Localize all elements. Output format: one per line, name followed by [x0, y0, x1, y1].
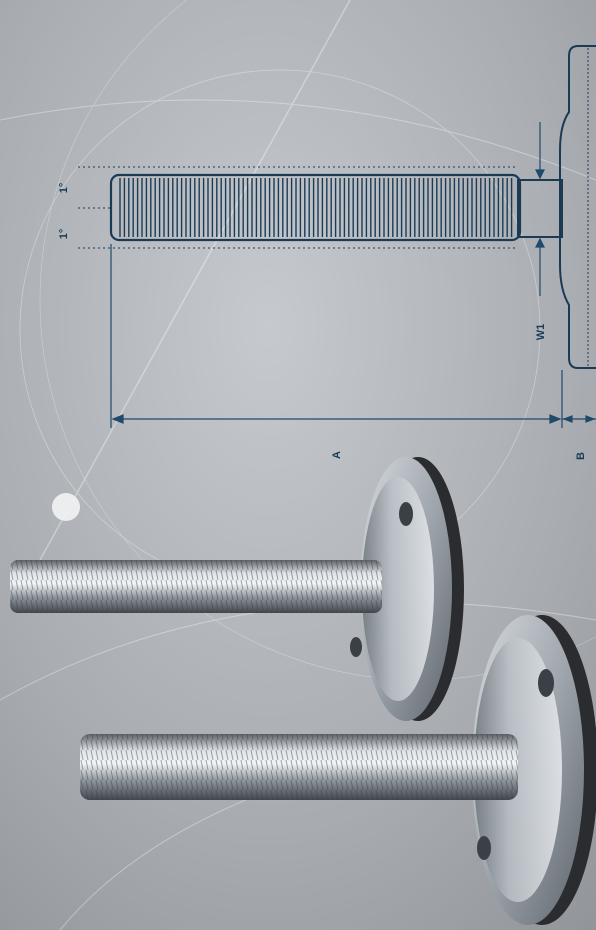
neck-width-label: W1: [535, 324, 547, 341]
thread-texture: [10, 560, 382, 613]
base-plate-face: [362, 477, 434, 701]
mounting-hole-top: [538, 669, 554, 697]
light-glare: [52, 493, 80, 521]
base-thickness-label: B: [575, 452, 587, 460]
mounting-hole-bottom: [350, 637, 362, 657]
mounting-hole-bottom: [477, 836, 491, 860]
mounting-hole-top: [399, 502, 413, 526]
thread-lines: [119, 178, 513, 237]
levelling-foot-photo-upper: [10, 457, 464, 721]
base-plate-outline: [559, 45, 596, 369]
angle-label-bottom: 1°: [58, 229, 70, 240]
neck-outline: [517, 179, 563, 238]
angle-label-top: 1°: [58, 183, 70, 194]
thread-outline: [109, 173, 522, 242]
thread-texture: [80, 734, 518, 800]
thread-length-label: A: [331, 451, 343, 459]
levelling-foot-photo-lower: [80, 615, 596, 925]
w1-dimension: [535, 122, 545, 296]
angle-guides: [78, 166, 518, 249]
a-dimension: [110, 244, 596, 428]
technical-drawing: 1° 1° W1 A B: [58, 45, 596, 460]
